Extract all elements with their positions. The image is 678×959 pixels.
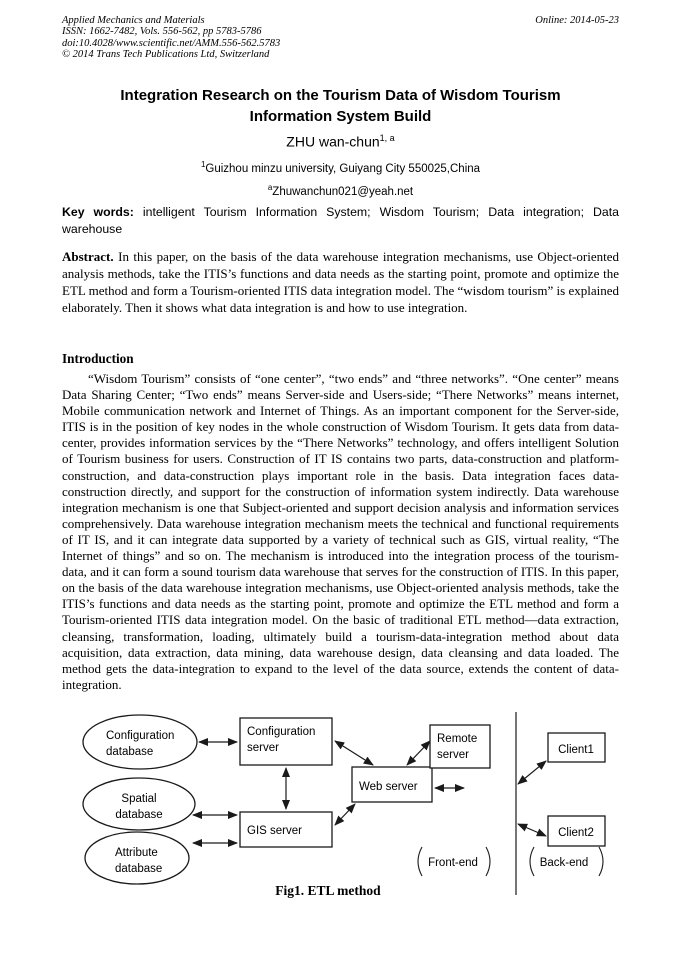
remote-server-label-line1: Remote [437, 733, 477, 745]
arrow-divider-client2 [517, 823, 547, 837]
abstract-text: In this paper, on the basis of the data … [62, 249, 620, 315]
keywords-text: intelligent Tourism Information System; … [62, 205, 619, 236]
configuration-server-box [239, 717, 333, 766]
author-superscript: 1, a [379, 133, 395, 143]
etl-method-figure: Configuration database Spatial database … [82, 712, 606, 898]
attribute-database-label-line2: database [115, 863, 162, 875]
paper-title-line1: Integration Research on the Tourism Data… [120, 87, 561, 104]
arrow-configserver-webserver [334, 740, 374, 766]
journal-header: Applied Mechanics and Materials ISSN: 16… [62, 15, 619, 61]
configuration-database-label-line1: Configuration [106, 730, 174, 742]
front-end-label: Front-end [428, 857, 478, 869]
email-line: aZhuwanchun021@yeah.net [62, 183, 619, 198]
journal-doi: doi:10.4028/www.scientific.net/AMM.556-5… [62, 37, 281, 49]
affiliation-superscript: 1 [200, 160, 206, 169]
client1-label: Client1 [558, 744, 594, 756]
abstract-label: Abstract. [62, 249, 114, 264]
online-date: Online: 2014-05-23 [535, 15, 619, 26]
configuration-server-label-line1: Configuration [247, 726, 315, 738]
author-line: ZHU wan-chun1, a [62, 133, 619, 150]
gis-server-label: GIS server [247, 825, 302, 837]
intro-paragraph: “Wisdom Tourism” consists of “one center… [62, 371, 619, 692]
configuration-server-label-line2: server [247, 742, 279, 754]
abstract-paragraph: Abstract. In this paper, on the basis of… [62, 248, 619, 316]
author-name: ZHU wan-chun [286, 133, 380, 150]
attribute-database-ellipse [84, 831, 190, 885]
front-end-bracket-left [417, 846, 423, 877]
configuration-database-ellipse [82, 714, 198, 770]
attribute-database-label-line1: Attribute [115, 847, 158, 859]
keywords-paragraph: Key words: intelligent Tourism Informati… [62, 204, 619, 237]
back-end-bracket-left [529, 846, 535, 877]
web-server-box [351, 766, 433, 803]
client2-label: Client2 [558, 827, 594, 839]
spatial-database-label-line1: Spatial [121, 793, 156, 805]
configuration-database-label-line2: database [106, 746, 153, 758]
affiliation-line: 1Guizhou minzu university, Guiyang City … [62, 160, 619, 175]
client2-box [547, 815, 606, 847]
keywords-label: Key words: [62, 205, 134, 219]
web-server-label: Web server [359, 781, 418, 793]
paper-title: Integration Research on the Tourism Data… [62, 85, 619, 127]
spatial-database-ellipse [82, 777, 196, 831]
remote-server-label-line2: server [437, 749, 469, 761]
gis-server-box [239, 811, 333, 848]
paper-title-line2: Information System Build [249, 108, 432, 125]
front-end-bracket-right [485, 846, 491, 877]
section-heading: Introduction [62, 351, 134, 366]
back-end-label: Back-end [540, 857, 589, 869]
figure-caption: Fig1. ETL method [275, 883, 381, 898]
arrow-gisserver-webserver [334, 803, 356, 826]
affiliation-text: Guizhou minzu university, Guiyang City 5… [205, 162, 481, 175]
arrow-divider-client1 [517, 760, 547, 785]
email-text: Zhuwanchun021@yeah.net [272, 185, 414, 198]
journal-copyright: © 2014 Trans Tech Publications Ltd, Swit… [62, 49, 270, 61]
email-superscript: a [267, 183, 273, 192]
back-end-bracket-right [598, 846, 604, 877]
journal-header-left: Applied Mechanics and Materials ISSN: 16… [62, 15, 280, 61]
client1-box [547, 732, 606, 763]
spatial-database-label-line2: database [115, 809, 162, 821]
remote-server-box [429, 724, 491, 769]
arrow-webserver-remoteserver [406, 740, 431, 766]
journal-title: Applied Mechanics and Materials [62, 15, 205, 26]
journal-issn: ISSN: 1662-7482, Vols. 556-562, pp 5783-… [62, 26, 262, 38]
